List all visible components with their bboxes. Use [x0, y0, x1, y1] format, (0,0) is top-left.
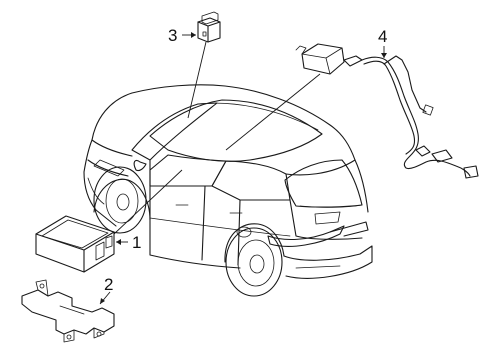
callout-group-4: 4 [378, 27, 387, 58]
leader-part-3 [187, 41, 207, 119]
part-4-antenna-cable [295, 43, 479, 179]
part-2-bracket [21, 279, 115, 343]
vehicle-illustration [83, 84, 373, 297]
leader-part-4 [225, 73, 321, 151]
leader-lines [113, 41, 321, 235]
arrow-icon [191, 32, 196, 38]
arrow-icon [116, 239, 121, 245]
callout-3: 3 [168, 26, 177, 45]
callout-group-1: 1 [116, 233, 141, 252]
part-3-module [197, 11, 221, 43]
callout-2: 2 [104, 275, 113, 294]
arrow-icon [100, 298, 105, 304]
part-1-control-unit [35, 215, 115, 273]
callout-1: 1 [132, 233, 141, 252]
arrow-icon [381, 53, 387, 58]
callout-group-3: 3 [168, 26, 196, 45]
callout-group-2: 2 [99, 275, 113, 305]
leader-part-1 [113, 169, 183, 235]
callout-4: 4 [378, 27, 387, 46]
